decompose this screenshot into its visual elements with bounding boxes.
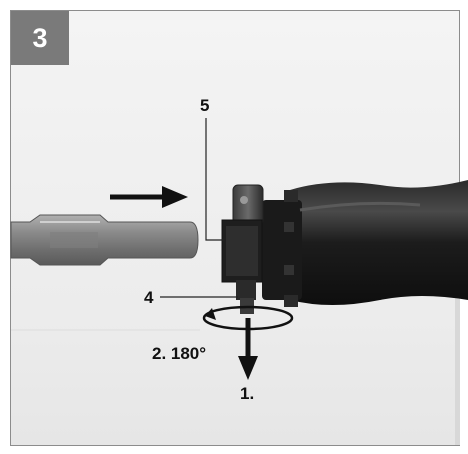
- callout-4-label: 4: [144, 288, 154, 307]
- callout-5-leader: [205, 118, 224, 241]
- pull-down-arrow: [238, 318, 258, 380]
- retainer-latch: [221, 184, 264, 314]
- breaker-body: [262, 180, 468, 307]
- step-number-badge: 3: [11, 11, 69, 65]
- callout-5-label: 5: [200, 96, 210, 115]
- step-1-instruction: 1.: [240, 384, 255, 403]
- chisel-shank: [10, 214, 199, 266]
- step-2-instruction: 2. 180°: [152, 344, 207, 363]
- background-box: [455, 295, 460, 445]
- insert-arrow: [110, 186, 188, 208]
